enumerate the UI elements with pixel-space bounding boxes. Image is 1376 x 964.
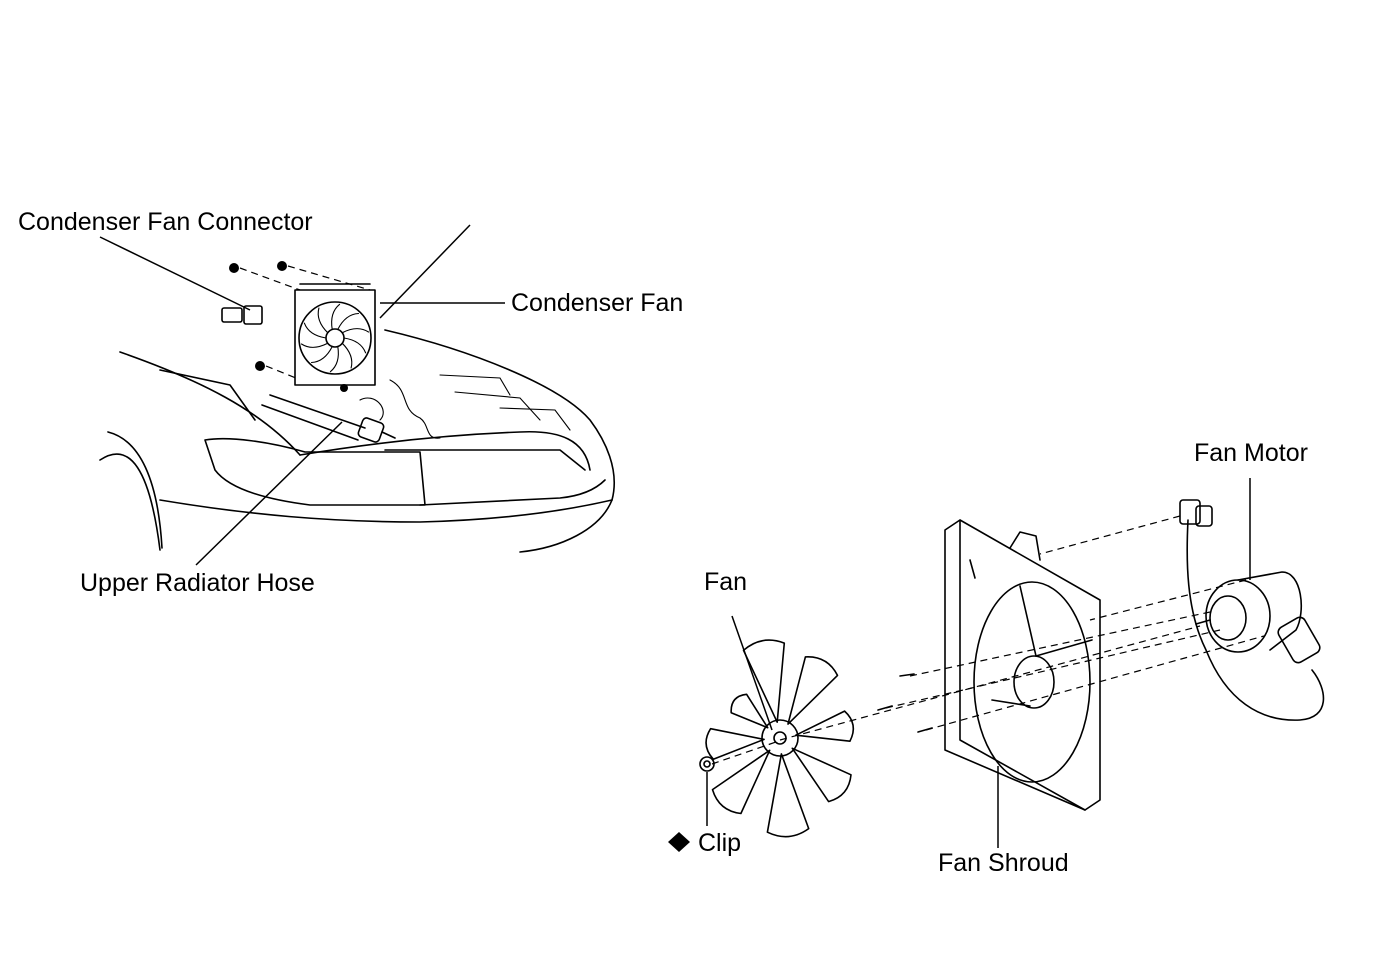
condenser-fan-blade — [341, 342, 353, 369]
fan-blade-illustration — [705, 639, 855, 838]
fan-blade — [730, 693, 769, 729]
fan-blade — [787, 656, 839, 725]
clip-illustration — [699, 756, 715, 772]
condenser-fan-blade — [337, 312, 360, 330]
condenser-fan-blade — [317, 307, 329, 334]
condenser-fan-illustration — [294, 283, 376, 386]
condenser-bolts — [229, 261, 371, 392]
condenser-fan-blade — [331, 303, 341, 330]
condenser-fan-blade — [303, 322, 327, 339]
condenser-fan-blade — [300, 342, 329, 348]
fan-motor-illustration — [1179, 499, 1325, 721]
fan-blade — [795, 710, 855, 742]
condenser-fan-blade — [310, 346, 333, 364]
condenser-fan-connector-illustration — [221, 305, 263, 325]
label-fan: Fan — [704, 568, 747, 596]
label-condenser-fan: Condenser Fan — [511, 289, 683, 317]
clip-diamond-icon — [668, 832, 690, 852]
label-clip: Clip — [698, 829, 741, 857]
label-condenser-fan-connector: Condenser Fan Connector — [18, 208, 313, 236]
fan-blade — [711, 749, 771, 815]
condenser-fan-blade — [341, 328, 370, 334]
fan-blade — [742, 639, 786, 723]
label-fan-motor: Fan Motor — [1194, 439, 1308, 467]
fan-blade — [705, 727, 765, 760]
fan-shroud-illustration — [944, 519, 1101, 811]
fan-blade — [791, 747, 852, 803]
condenser-fan-blade — [343, 337, 367, 354]
leader-lines — [99, 224, 1251, 848]
shroud-guides — [711, 515, 1265, 765]
fan-blade — [766, 753, 810, 838]
condenser-fan-blade — [329, 346, 339, 373]
car-front-illustration — [99, 329, 616, 553]
label-upper-radiator-hose: Upper Radiator Hose — [80, 569, 315, 597]
label-fan-shroud: Fan Shroud — [938, 849, 1069, 877]
